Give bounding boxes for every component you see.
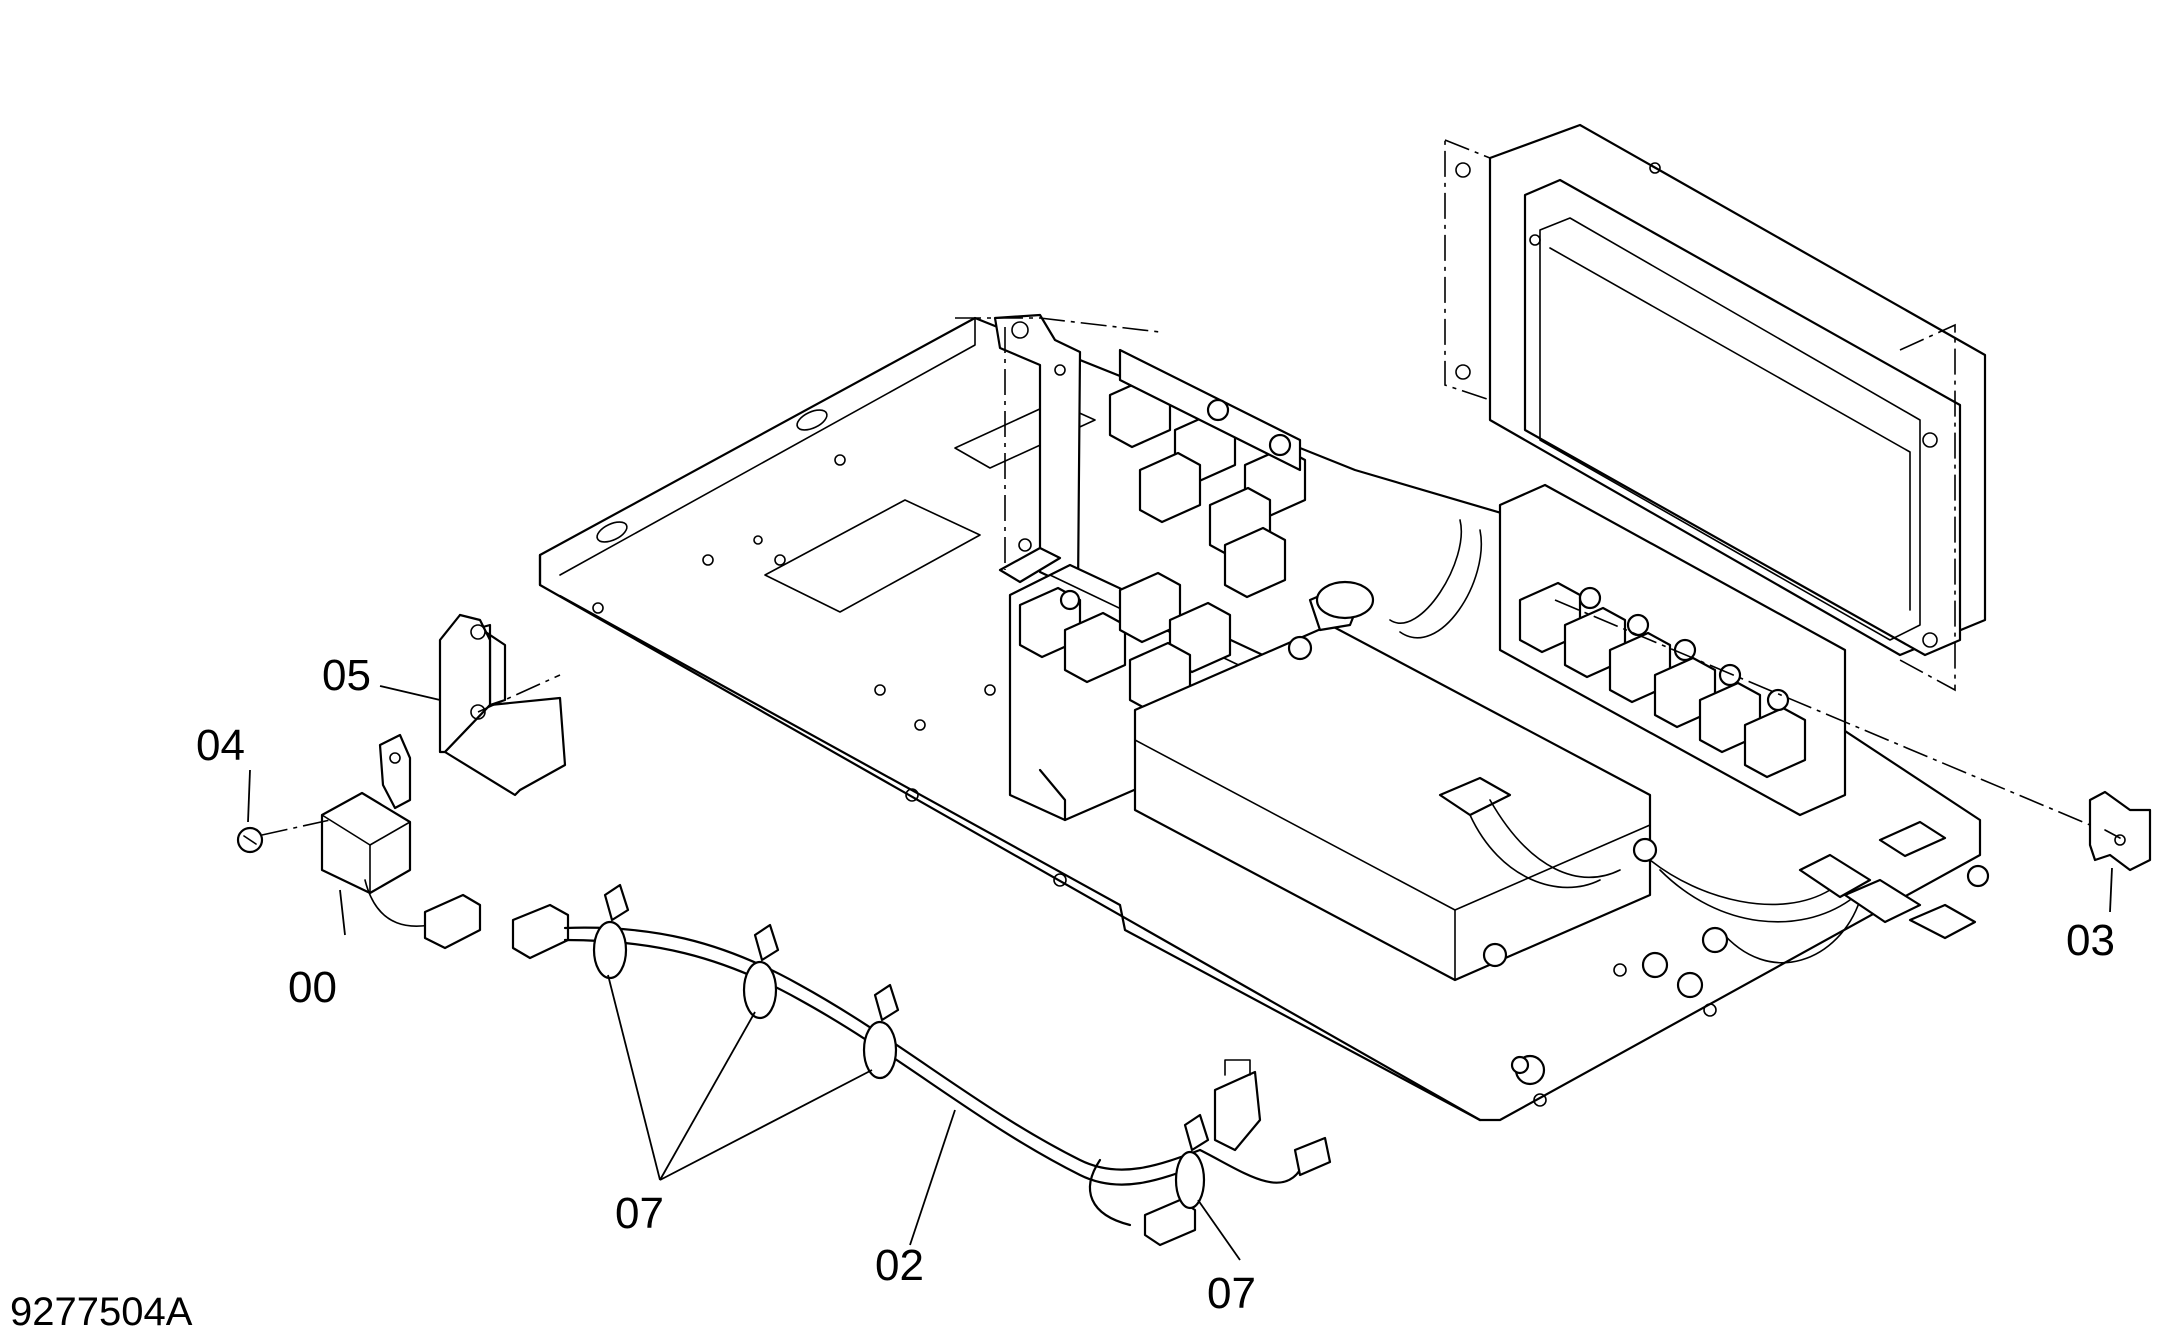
part-02-harness xyxy=(511,883,1332,1247)
part-05-bracket xyxy=(438,613,567,797)
callout-02: 02 xyxy=(875,1241,924,1290)
callout-04: 04 xyxy=(196,721,245,770)
controller-unit xyxy=(1444,123,1987,692)
board-wiring xyxy=(1389,519,1990,1086)
callout-03: 03 xyxy=(2066,916,2115,965)
figure-number: 9277504A xyxy=(10,1290,193,1334)
part-00-relay-module xyxy=(320,733,482,950)
callout-05: 05 xyxy=(322,651,371,700)
relay-bracket-rear xyxy=(955,313,1307,592)
callout-00: 00 xyxy=(288,963,337,1012)
part-03-clip xyxy=(1554,599,2152,872)
callout-07-left: 07 xyxy=(615,1189,664,1238)
power-unit xyxy=(1133,580,1658,982)
callout-labels: 05 04 00 07 02 07 03 xyxy=(196,651,2115,1318)
callout-07-right: 07 xyxy=(1207,1269,1256,1318)
part-04-screw xyxy=(236,819,331,854)
leader-lines xyxy=(247,685,2113,1261)
